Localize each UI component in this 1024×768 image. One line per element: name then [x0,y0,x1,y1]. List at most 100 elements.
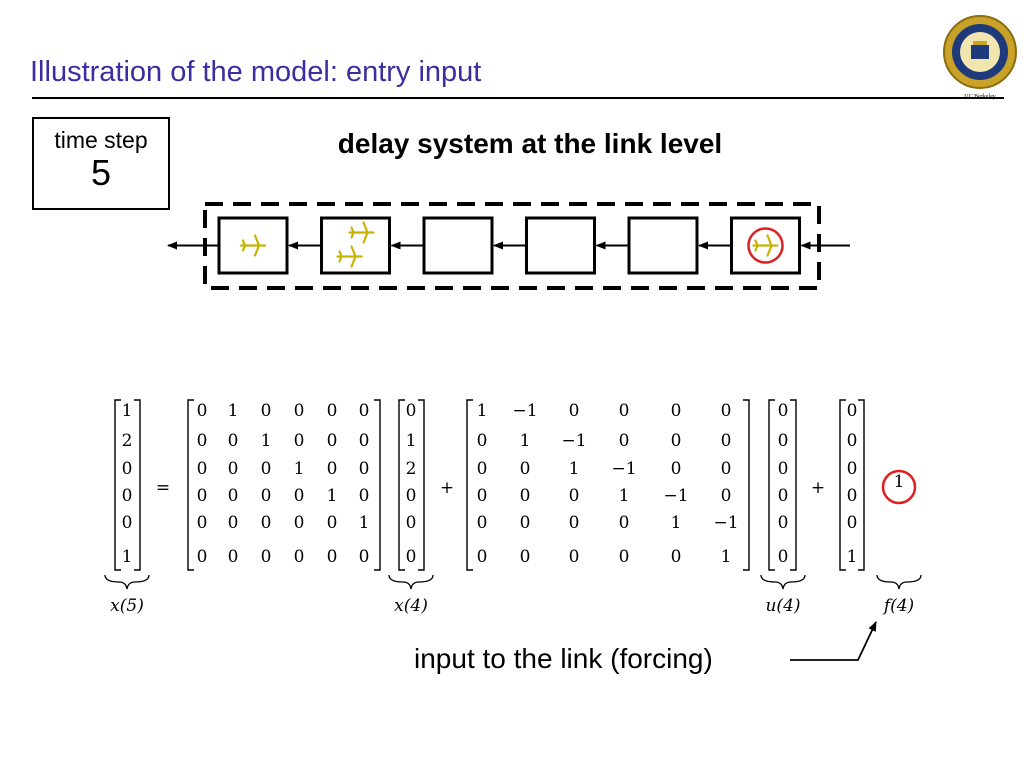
matrix-b-entry: −1 [713,513,738,533]
matrix-b-entry: 0 [520,513,531,533]
matrix-a-entry: 0 [327,547,338,567]
forcing-annotation: input to the link (forcing) [414,643,713,674]
matrix-b-entry: 0 [520,486,531,506]
u4-entry: 0 [778,431,789,451]
matrix-b-entry: 0 [569,486,580,506]
matrix-a-entry: 0 [197,401,208,421]
matrix-a-entry: 0 [359,547,370,567]
u4-entry: 0 [778,486,789,506]
u4-entry: 0 [778,513,789,533]
matrix-a-entry: 1 [261,431,272,451]
underbrace [388,574,434,590]
matrix-a-entry: 0 [261,513,272,533]
matrix-a-entry: 0 [261,486,272,506]
matrix-bracket-left [839,399,846,571]
highlight-circle [747,227,784,264]
x4-entry: 0 [406,547,417,567]
matrix-b-entry: 1 [569,459,580,479]
matrix-a-entry: 0 [197,547,208,567]
x4-entry: 0 [406,513,417,533]
matrix-bracket-left [187,399,194,571]
time-step-box: time step 5 [32,117,170,210]
matrix-a-entry: 0 [327,431,338,451]
matrix-b-entry: 0 [671,431,682,451]
matrix-b-entry: 1 [520,431,531,451]
matrix-b-entry: 0 [619,547,630,567]
x4-label: x(4) [394,596,428,616]
matrix-a-entry: 0 [359,486,370,506]
matrix-a-entry: 0 [228,513,239,533]
matrix-a-entry: 0 [294,513,305,533]
x5-entry: 1 [122,547,133,567]
f4-entry: 1 [847,547,858,567]
matrix-b-entry: 0 [569,513,580,533]
plus-sign: + [440,478,454,498]
matrix-b-entry: −1 [512,401,537,421]
matrix-a-entry: 0 [261,401,272,421]
matrix-a-entry: 0 [197,513,208,533]
matrix-b-entry: 0 [721,431,732,451]
matrix-b-entry: 0 [619,513,630,533]
aircraft-icons [239,221,784,268]
matrix-b-entry: 0 [569,547,580,567]
matrix-a-entry: 0 [327,401,338,421]
x4-entry: 0 [406,486,417,506]
matrix-a-entry: 1 [327,486,338,506]
underbrace [104,574,150,590]
x5-label: x(5) [110,596,144,616]
f4-entry: 0 [847,401,858,421]
matrix-bracket-right [790,399,797,571]
forcing-value: 1 [894,472,905,492]
time-step-label: time step [54,127,148,153]
matrix-b-entry: 1 [477,401,488,421]
matrix-bracket-left [466,399,473,571]
matrix-bracket-left [114,399,121,571]
matrix-bracket-left [398,399,405,571]
matrix-a-entry: 0 [294,547,305,567]
matrix-a-entry: 0 [228,459,239,479]
matrix-a-entry: 0 [359,431,370,451]
logo-caption: UC Berkeley [964,94,996,100]
matrix-bracket-right [418,399,425,571]
forcing-highlight-circle [881,469,917,505]
matrix-a-entry: 0 [294,431,305,451]
matrix-a-entry: 0 [197,486,208,506]
f4-entry: 0 [847,459,858,479]
x5-entry: 1 [122,401,133,421]
link-cell [320,216,391,275]
matrix-b-entry: 0 [569,401,580,421]
matrix-a-entry: 0 [327,459,338,479]
underbrace [876,574,922,590]
matrix-b-entry: 0 [477,513,488,533]
matrix-b-entry: 0 [721,486,732,506]
matrix-b-entry: 1 [619,486,630,506]
matrix-b-entry: −1 [611,459,636,479]
matrix-b-entry: 0 [619,431,630,451]
matrix-b-entry: 0 [721,401,732,421]
matrix-b-entry: −1 [663,486,688,506]
x5-entry: 0 [122,486,133,506]
matrix-a-entry: 0 [359,401,370,421]
matrix-b-entry: 0 [520,547,531,567]
u4-entry: 0 [778,547,789,567]
matrix-a-entry: 1 [294,459,305,479]
matrix-b-entry: 0 [671,401,682,421]
x4-entry: 1 [406,431,417,451]
f4-entry: 0 [847,513,858,533]
matrix-b-entry: 0 [477,486,488,506]
matrix-b-entry: 1 [671,513,682,533]
f4-label: f(4) [882,596,914,616]
x4-entry: 2 [406,459,417,479]
u4-entry: 0 [778,459,789,479]
equals-sign: = [156,478,170,498]
matrix-b-entry: 0 [520,459,531,479]
f4-entry: 0 [847,486,858,506]
plus-sign: + [811,478,825,498]
time-step-value: 5 [90,152,112,193]
matrix-b-entry: 0 [671,547,682,567]
matrix-b-entry: 0 [477,459,488,479]
matrix-a-entry: 0 [261,547,272,567]
matrix-a-entry: 1 [359,513,370,533]
matrix-bracket-left [768,399,775,571]
